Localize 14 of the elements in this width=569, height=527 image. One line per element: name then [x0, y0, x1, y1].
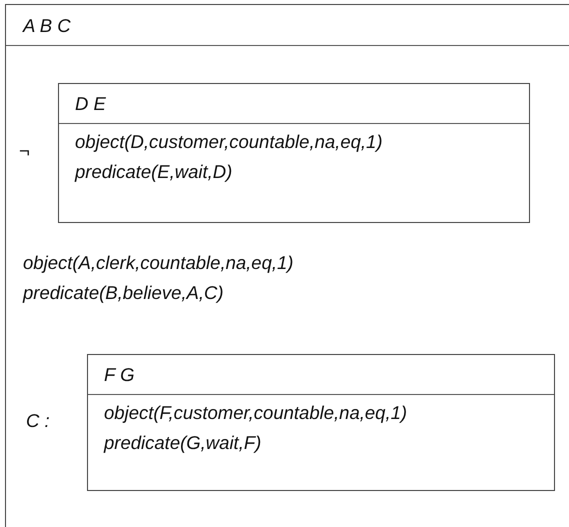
referent-list: D E: [75, 93, 106, 115]
condition-text: predicate(E,wait,D): [75, 161, 232, 183]
drs-box: [58, 83, 530, 223]
condition-text: object(D,customer,countable,na,eq,1): [75, 131, 382, 153]
drs-box: [5, 4, 569, 527]
condition-text: object(F,customer,countable,na,eq,1): [104, 402, 408, 424]
condition-text: predicate(G,wait,F): [104, 432, 262, 454]
operator-label: ¬: [19, 140, 30, 162]
operator-label: C :: [26, 410, 50, 432]
condition-text: predicate(B,believe,A,C): [23, 282, 224, 304]
condition-text: object(A,clerk,countable,na,eq,1): [23, 252, 294, 274]
referent-list: A B C: [23, 14, 71, 36]
drs-box: [87, 354, 555, 491]
referent-list: F G: [104, 364, 134, 386]
